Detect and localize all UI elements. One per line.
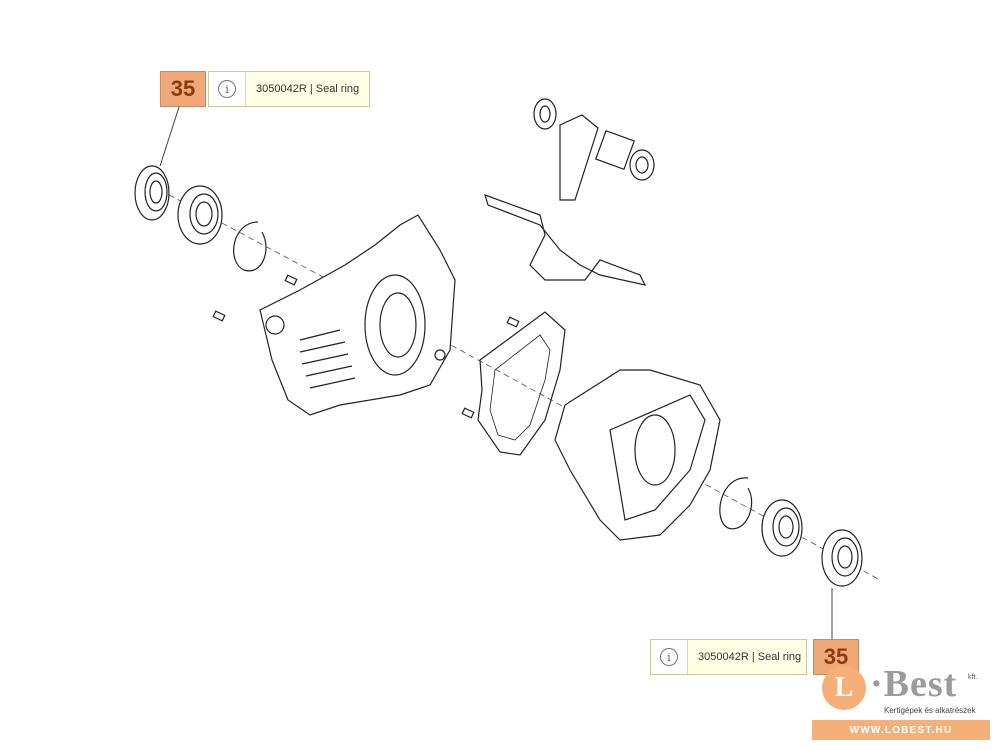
seal-ring-right[interactable] <box>821 529 863 587</box>
circlip-right[interactable] <box>719 477 753 530</box>
gasket[interactable] <box>477 311 566 456</box>
seal-ring-left[interactable] <box>134 165 170 221</box>
logo-suffix: kft. <box>968 674 978 681</box>
logo-tagline: Kertigépek és alkatrészek <box>884 706 976 715</box>
crankcase-right-half[interactable] <box>554 369 721 541</box>
part-tooltip-text: 3050042R | Seal ring <box>256 83 360 95</box>
leader-line-top <box>159 103 181 167</box>
lobest-logo: L ·Best kft. Kertigépek és alkatrészek W… <box>812 660 992 742</box>
part-tooltip: i 3050042R | Seal ring <box>208 71 371 107</box>
callout-top: 35 i 3050042R | Seal ring <box>160 71 371 107</box>
pin <box>461 407 475 419</box>
circlip-left[interactable] <box>233 221 267 272</box>
bearing-right[interactable] <box>761 499 803 557</box>
part-number-badge[interactable]: 35 <box>160 71 206 107</box>
bearing-left[interactable] <box>177 185 223 245</box>
crankshaft[interactable] <box>484 98 655 286</box>
logo-mark: L <box>822 666 866 710</box>
pin <box>284 274 298 286</box>
info-icon[interactable]: i <box>651 640 688 674</box>
logo-name: ·Best <box>870 663 958 705</box>
pin <box>506 316 520 328</box>
part-tooltip: i 3050042R | Seal ring <box>650 639 807 675</box>
part-tooltip-text: 3050042R | Seal ring <box>698 651 802 663</box>
crankcase-left-half[interactable] <box>259 214 456 416</box>
logo-url[interactable]: WWW.LOBEST.HU <box>812 720 990 740</box>
pin <box>212 310 226 322</box>
info-icon[interactable]: i <box>209 72 246 106</box>
